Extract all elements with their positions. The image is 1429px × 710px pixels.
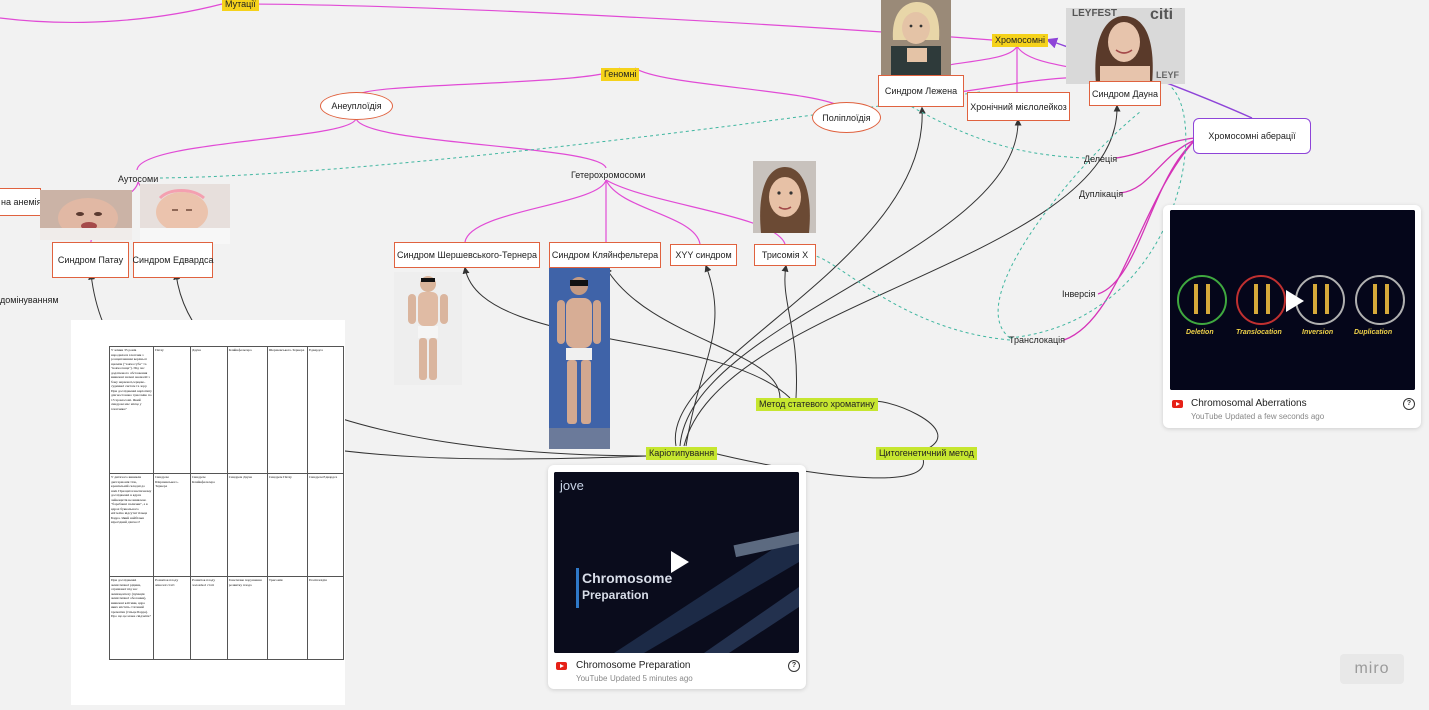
node-klinefelter-syndrome[interactable]: Синдром Кляйнфельтера xyxy=(549,242,661,268)
thumb-label-translocation: Translocation xyxy=(1236,329,1282,336)
node-down-syndrome[interactable]: Синдром Дауна xyxy=(1089,81,1161,106)
thumb-label-duplication: Duplication xyxy=(1354,329,1393,336)
node-inversion[interactable]: Інверсія xyxy=(1062,289,1096,299)
photo-patau-baby xyxy=(40,190,132,240)
answer-cell: Розвиток плоду чоловічої статі xyxy=(189,576,228,660)
video-card-chromosome-preparation[interactable]: jove Chromosome Preparation Chromosome P… xyxy=(548,465,806,689)
photo-klinefelter-man xyxy=(549,268,610,449)
play-icon[interactable] xyxy=(671,551,689,573)
video-card-chromosomal-aberrations[interactable]: Deletion Translocation Inversion Duplica… xyxy=(1163,205,1421,428)
node-genomic[interactable]: Геномні xyxy=(601,68,640,81)
video-updated: Updated a few seconds ago xyxy=(1225,412,1325,421)
thumb-label-inversion: Inversion xyxy=(1302,329,1334,336)
video-updated: Updated 5 minutes ago xyxy=(610,674,693,683)
photo-edwards-baby xyxy=(140,184,230,244)
table-row: При дослідженні амніотичної рідини, отри… xyxy=(108,576,344,660)
table-row: У дитячого виникли дисгармонія тіла, кра… xyxy=(108,473,344,577)
node-duplication[interactable]: Дуплікація xyxy=(1079,189,1124,199)
photo-banner-text-2: citi xyxy=(1150,8,1174,23)
photo-down-woman: LEYFEST citi LEYF xyxy=(1066,8,1185,84)
answer-cell: Синдром Дауна xyxy=(226,473,268,577)
node-autosomes[interactable]: Аутосоми xyxy=(118,174,159,184)
answer-cell: Кляйнфельтера xyxy=(226,346,268,474)
photo-lejeune-child xyxy=(881,0,951,75)
answer-cell: Шершевського-Тернера xyxy=(266,346,309,474)
answer-cell: Поліплоїдія xyxy=(307,576,344,660)
node-deletion[interactable]: Делеція xyxy=(1084,154,1118,164)
node-cytogenetic-method[interactable]: Цитогенетичний метод xyxy=(876,447,977,460)
photo-trisomy-x-girl xyxy=(753,161,816,233)
video-thumbnail[interactable]: jove Chromosome Preparation xyxy=(554,472,799,653)
questions-table: У жінки 35 років народилася хлопчик з ро… xyxy=(108,346,344,660)
answer-cell: Розвиток плоду жіночої статі xyxy=(153,576,191,660)
text-dominance-fragment: домінуванням xyxy=(0,295,59,305)
node-translocation[interactable]: Транслокація xyxy=(1009,335,1065,345)
person-photo-icon xyxy=(1066,8,1185,84)
video-thumbnail-art xyxy=(554,472,799,653)
node-chromosomal[interactable]: Хромосомні xyxy=(992,34,1048,47)
answer-cell: Патау xyxy=(153,346,191,474)
node-xyy-syndrome[interactable]: XYY синдром xyxy=(670,244,737,266)
play-icon[interactable] xyxy=(1286,290,1304,312)
photo-turner-girl xyxy=(394,272,462,385)
youtube-logo-icon xyxy=(1172,400,1183,408)
node-sex-chromatin-method[interactable]: Метод статевого хроматину xyxy=(756,398,878,411)
youtube-logo-icon xyxy=(556,662,567,670)
thumb-brand-logo: jove xyxy=(560,478,584,493)
node-chromosomal-aberrations[interactable]: Хромосомні аберації xyxy=(1193,118,1311,154)
node-anemia-fragment[interactable]: на анемія xyxy=(0,188,42,216)
baby-photo-icon xyxy=(40,190,132,240)
answer-cell: Генетичне порушення розвитку плода xyxy=(226,576,268,660)
question-circle-icon[interactable]: ? xyxy=(1403,398,1415,410)
miro-logo: miro xyxy=(1340,654,1404,684)
table-row: У жінки 35 років народилася хлопчик з ро… xyxy=(108,346,344,474)
answer-cell: Синдром Кляйнфельтера xyxy=(189,473,228,577)
node-patau-syndrome[interactable]: Синдром Патау xyxy=(52,242,129,278)
node-lejeune-syndrome[interactable]: Синдром Лежена xyxy=(878,75,964,107)
node-heterochromosomes[interactable]: Гетерохромосоми xyxy=(571,170,646,180)
photo-banner-text: LEYFEST xyxy=(1072,8,1118,19)
thumb-label-deletion: Deletion xyxy=(1186,329,1214,336)
thumb-title-line1: Chromosome xyxy=(582,570,673,586)
person-photo-icon xyxy=(881,0,951,75)
node-aneuploidy[interactable]: Анеуплоїдія xyxy=(320,92,393,120)
node-karyotyping[interactable]: Каріотипування xyxy=(646,447,718,460)
answer-cell: Синдром Едвардса xyxy=(307,473,344,577)
node-turner-syndrome[interactable]: Синдром Шершевського-Тернера xyxy=(394,242,540,268)
document-test-questions[interactable]: У жінки 35 років народилася хлопчик з ро… xyxy=(71,320,345,705)
answer-cell: Едвардса xyxy=(307,346,344,474)
video-source: YouTube xyxy=(1191,412,1223,421)
video-title[interactable]: Chromosome Preparation xyxy=(576,660,691,671)
question-cell: При дослідженні амніотичної рідини, отри… xyxy=(108,576,155,660)
answer-cell: Дауна xyxy=(189,346,228,474)
node-myeloleukosis[interactable]: Хронічний мієлолейкоз xyxy=(967,92,1070,121)
question-cell: У дитячого виникли дисгармонія тіла, кра… xyxy=(108,473,155,577)
question-cell: У жінки 35 років народилася хлопчик з ро… xyxy=(108,346,155,474)
person-photo-icon xyxy=(549,268,610,449)
person-photo-icon xyxy=(394,272,462,385)
answer-cell: Трисомія xyxy=(266,576,309,660)
node-polyploidy[interactable]: Поліплоїдія xyxy=(812,102,881,133)
answer-cell: Синдром Шершевського-Тернера xyxy=(153,473,191,577)
node-mutations[interactable]: Мутації xyxy=(222,0,259,11)
photo-banner-text-3: LEYF xyxy=(1156,70,1180,80)
video-title[interactable]: Chromosomal Aberrations xyxy=(1191,398,1307,409)
node-trisomy-x[interactable]: Трисомія Х xyxy=(754,244,816,266)
baby-photo-icon xyxy=(140,184,230,244)
answer-cell: Синдром Патау xyxy=(266,473,309,577)
video-thumbnail[interactable]: Deletion Translocation Inversion Duplica… xyxy=(1170,210,1415,390)
person-photo-icon xyxy=(753,161,816,233)
node-edwards-syndrome[interactable]: Синдром Едвардса xyxy=(133,242,213,278)
thumb-title-line2: Preparation xyxy=(582,588,649,602)
video-source: YouTube xyxy=(576,674,608,683)
question-circle-icon[interactable]: ? xyxy=(788,660,800,672)
node-anemia-label: на анемія xyxy=(1,197,42,207)
